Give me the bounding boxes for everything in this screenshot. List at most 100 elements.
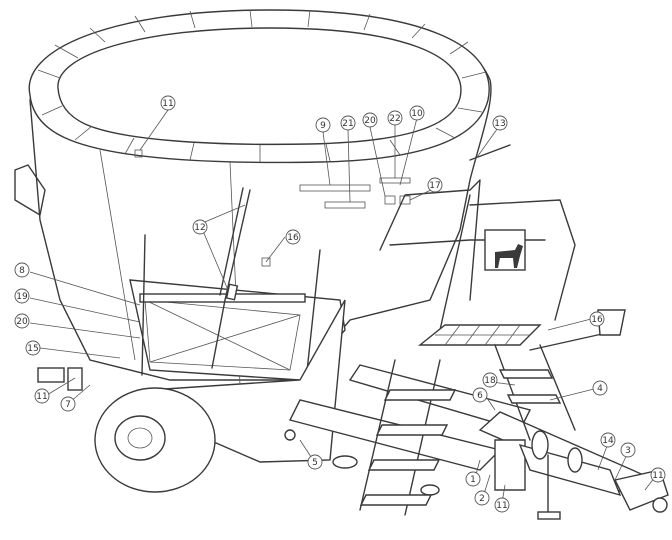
ladder-rail-right [404,359,441,516]
door-post-left [141,234,146,376]
callout-bubble: 3 [620,442,636,458]
handrail-post [439,194,471,331]
callout-bubble: 17 [427,177,443,193]
callout-circle [192,219,208,235]
callout-bubble: 19 [14,288,30,304]
callout-bubble: 21 [340,115,356,131]
ladder-steps [359,389,457,506]
callout-bubble: 5 [307,454,323,470]
callout-bubble: 2 [474,490,490,506]
platform-grating [435,324,530,346]
callout-bubble: 16 [285,229,301,245]
callout-bubble: 11 [160,95,176,111]
callout-number: 21 [342,119,353,129]
callout-circle [600,432,616,448]
callout-number: 3 [625,446,631,456]
callout-circle [14,313,30,329]
side-hook [14,164,46,216]
handrail-right [469,199,576,321]
hub-left [332,455,358,469]
callout-number: 17 [429,181,440,191]
callout-circle [160,95,176,111]
callout-circle [387,110,403,126]
door-top-bar [139,293,306,303]
tail-light [37,367,65,383]
callout-number: 18 [484,376,496,386]
rear-ladder-rail-1 [494,344,531,441]
callout-circle [620,442,636,458]
callout-number: 13 [494,119,505,129]
callout-number: 22 [389,114,400,124]
callout-circle [465,471,481,487]
pto-coupling-1 [531,430,549,460]
rim-segments [37,9,487,162]
pto-coupling-2 [567,447,583,473]
callout-number: 16 [591,315,603,325]
callout-circle [492,115,508,131]
callout-number: 5 [312,458,318,468]
callout-number: 11 [652,471,663,481]
callout-number: 11 [162,99,173,109]
callout-number: 1 [470,475,476,485]
callout-number: 11 [496,501,507,511]
callout-bubble: 6 [472,387,488,403]
callout-number: 16 [287,233,299,243]
callout-number: 7 [65,400,71,410]
callout-circle [25,340,41,356]
callout-bubble: 18 [482,372,498,388]
callout-circle [307,454,323,470]
callout-number: 20 [16,317,28,327]
callout-number: 10 [411,109,423,119]
callout-circle [315,117,331,133]
callout-bubble: 12 [192,219,208,235]
cow-icon [495,244,523,268]
callout-number: 9 [320,121,326,131]
handrail-left [379,179,481,301]
callout-circle [474,490,490,506]
callout-bubble: 15 [25,340,41,356]
wheel-assembly [94,387,216,493]
callout-circle [285,229,301,245]
callout-bubble: 16 [589,311,605,327]
callout-bubble: 14 [600,432,616,448]
callout-circle [650,467,666,483]
callout-bubble: 7 [60,396,76,412]
callout-bubble: 10 [409,105,425,121]
callout-bubble: 20 [14,313,30,329]
callout-bubble: 20 [362,112,378,128]
callout-bubble: 9 [315,117,331,133]
callout-bubble: 22 [387,110,403,126]
door-cylinder [224,189,251,301]
callout-circle [409,105,425,121]
hitch-eye [652,497,668,513]
callout-circle [592,380,608,396]
callout-circle [494,497,510,513]
rim [114,415,166,461]
callout-number: 8 [19,266,25,276]
callout-circle [589,311,605,327]
callout-circle [60,396,76,412]
callout-bubble: 13 [492,115,508,131]
callout-bubble: 11 [494,497,510,513]
platform-ladder [359,179,626,516]
callout-bubble: 1 [465,471,481,487]
callout-number: 11 [36,392,47,402]
callout-number: 6 [477,391,483,401]
callout-number: 14 [602,436,614,446]
callout-bubble: 11 [34,388,50,404]
callout-number: 19 [16,292,28,302]
lamp-box [597,309,626,336]
callout-circle [427,177,443,193]
callout-circle [482,372,498,388]
callout-number: 4 [597,384,603,394]
callout-circle [472,387,488,403]
callout-circle [340,115,356,131]
door-cross [144,299,301,371]
callout-bubble: 8 [14,262,30,278]
callout-bubble: 4 [592,380,608,396]
tub-opening [57,27,462,146]
callout-circle [34,388,50,404]
callout-number: 15 [27,344,38,354]
callout-bubble: 11 [650,467,666,483]
